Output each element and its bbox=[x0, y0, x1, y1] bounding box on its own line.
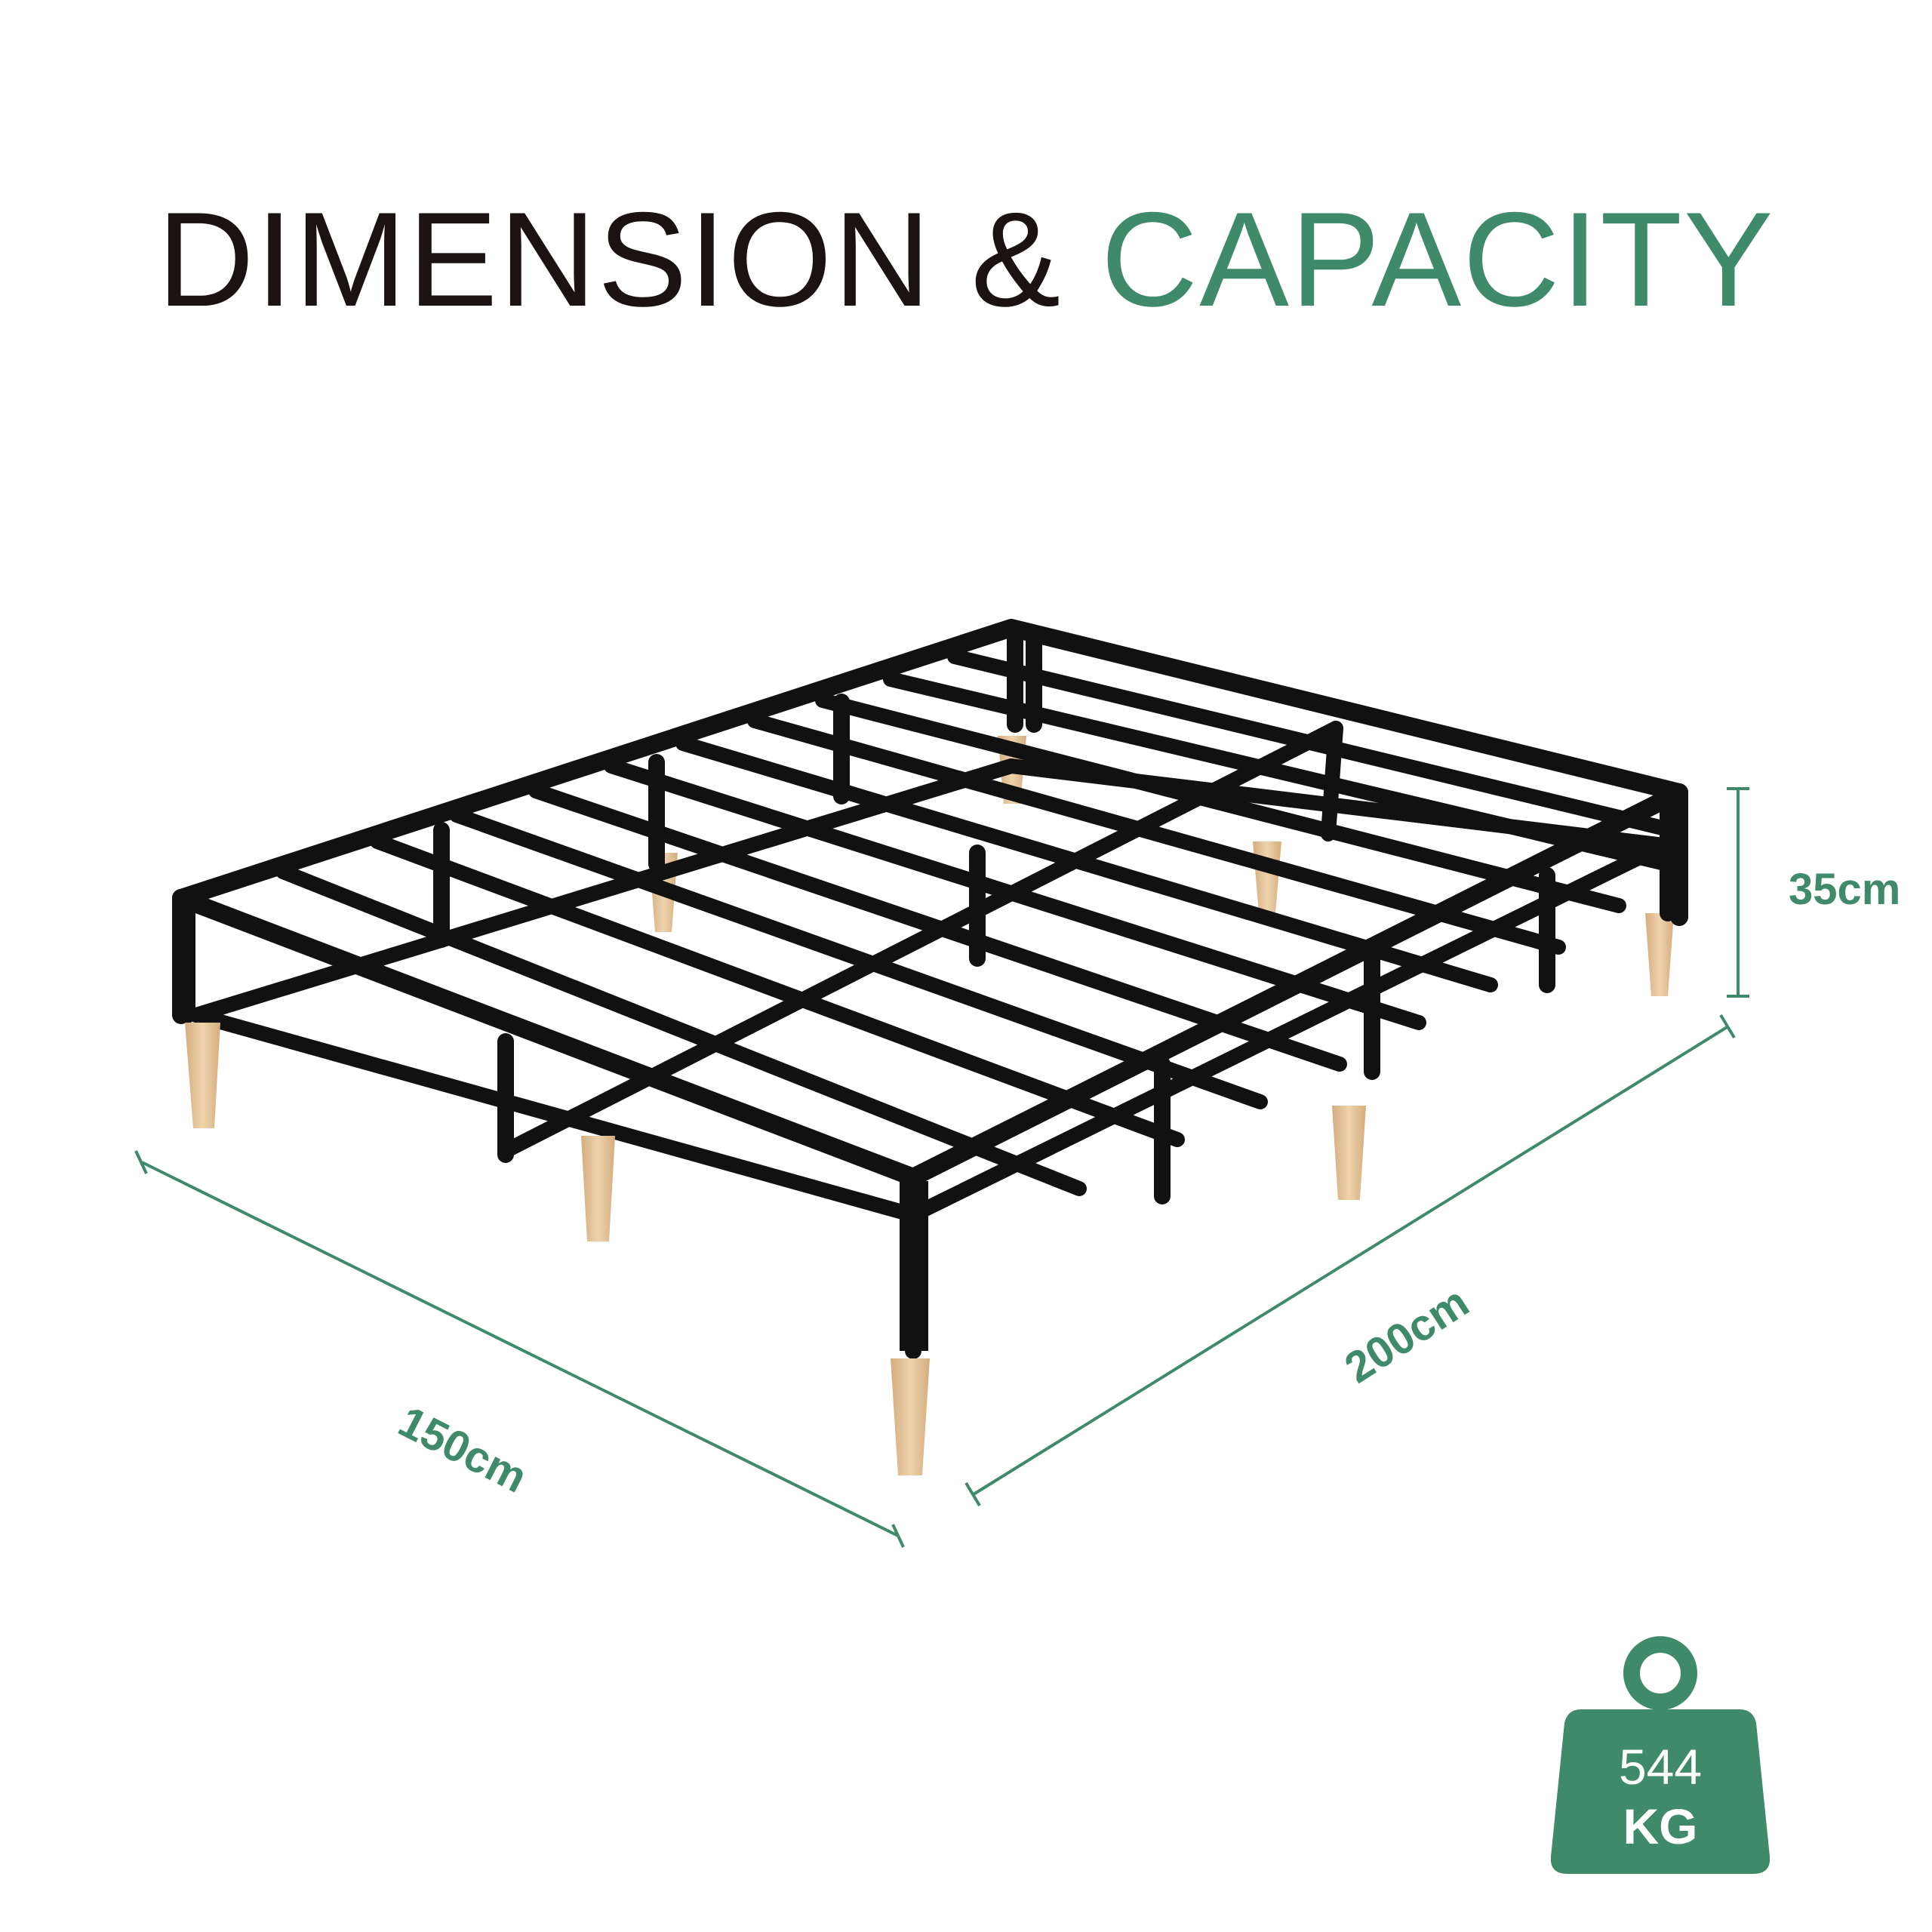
wooden-legs-front bbox=[185, 1023, 1366, 1475]
title-part-dimension: DIMENSION & bbox=[157, 184, 1101, 334]
page-title: DIMENSION & CAPACITY bbox=[0, 192, 1932, 327]
capacity-value: 544 bbox=[1618, 1739, 1703, 1795]
weight-capacity-badge: 544 KG bbox=[1551, 1634, 1770, 1875]
weight-icon bbox=[1551, 1636, 1770, 1874]
dimension-lines bbox=[134, 787, 1749, 1548]
height-label: 35cm bbox=[1789, 865, 1901, 914]
capacity-unit: KG bbox=[1623, 1798, 1698, 1854]
title-part-capacity: CAPACITY bbox=[1100, 184, 1775, 334]
metal-frame bbox=[172, 619, 1688, 1359]
